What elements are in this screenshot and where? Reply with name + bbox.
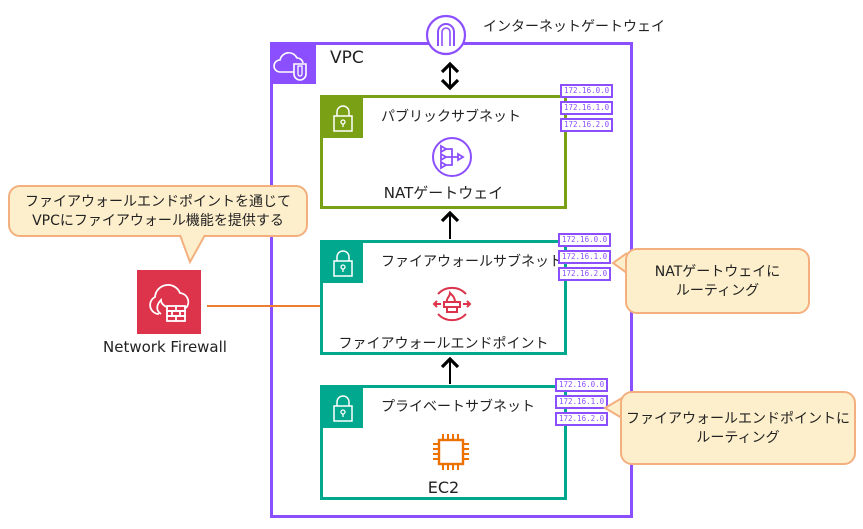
callout-line: VPCにファイアウォール機能を提供する bbox=[32, 213, 284, 229]
callout-route-to-fw: ファイアウォールエンドポイントに ルーティング bbox=[620, 391, 856, 465]
internet-gateway-icon bbox=[425, 14, 467, 56]
cidr-label: 172.16.0.0 bbox=[555, 378, 609, 392]
public-subnet: パブリックサブネット NATゲートウェイ bbox=[320, 95, 567, 209]
cidr-label: 172.16.1.0 bbox=[558, 250, 612, 264]
callout-pointer bbox=[179, 234, 206, 265]
private-subnet: プライベートサブネット EC2 bbox=[320, 385, 567, 500]
firewall-endpoint-icon bbox=[432, 286, 472, 322]
nat-gateway-label: NATゲートウェイ bbox=[383, 184, 504, 202]
subnet-lock-badge bbox=[323, 388, 363, 428]
internet-gateway-label: インターネットゲートウェイ bbox=[483, 19, 665, 35]
network-firewall bbox=[137, 270, 201, 334]
cidr-label: 172.16.2.0 bbox=[555, 412, 609, 426]
cidr-label: 172.16.2.0 bbox=[558, 267, 612, 281]
callout-firewall-provider: ファイアウォールエンドポイントを通じて VPCにファイアウォール機能を提供する bbox=[8, 185, 308, 237]
lock-icon bbox=[333, 105, 353, 132]
callout-pointer bbox=[603, 397, 623, 419]
public-subnet-cidrs: 172.16.0.0 172.16.1.0 172.16.2.0 bbox=[560, 84, 614, 132]
callout-pointer bbox=[611, 252, 628, 274]
private-subnet-cidrs: 172.16.0.0 172.16.1.0 172.16.2.0 bbox=[555, 378, 609, 426]
vpc-label: VPC bbox=[330, 48, 364, 68]
network-firewall-label: Network Firewall bbox=[103, 338, 227, 356]
network-firewall-icon bbox=[149, 284, 190, 322]
vpc-cloud-shield-icon bbox=[273, 52, 307, 81]
cidr-label: 172.16.0.0 bbox=[560, 84, 614, 98]
firewall-endpoint-label: ファイアウォールエンドポイント bbox=[338, 336, 549, 352]
firewall-subnet-title: ファイアウォールサブネット bbox=[381, 254, 563, 270]
firewall-subnet-cidrs: 172.16.0.0 172.16.1.0 172.16.2.0 bbox=[558, 233, 612, 281]
subnet-lock-badge bbox=[323, 243, 363, 283]
callout-route-to-nat: NATゲートウェイに ルーティング bbox=[625, 248, 810, 314]
ec2-chip-icon bbox=[433, 434, 469, 470]
public-subnet-title: パブリックサブネット bbox=[381, 109, 521, 125]
lock-icon bbox=[333, 395, 353, 422]
cidr-label: 172.16.1.0 bbox=[560, 101, 614, 115]
lock-icon bbox=[333, 250, 353, 277]
vpc-badge bbox=[270, 42, 316, 84]
private-subnet-title: プライベートサブネット bbox=[381, 399, 535, 415]
cidr-label: 172.16.2.0 bbox=[560, 118, 614, 132]
ec2-label: EC2 bbox=[427, 478, 460, 497]
subnet-lock-badge bbox=[323, 98, 363, 138]
callout-line: ファイアウォールエンドポイントに bbox=[626, 411, 850, 427]
nat-gateway-icon bbox=[432, 137, 472, 177]
cidr-label: 172.16.1.0 bbox=[555, 395, 609, 409]
callout-line: ルーティング bbox=[675, 283, 760, 299]
callout-line: ファイアウォールエンドポイントを通じて bbox=[25, 194, 291, 210]
internet-gateway bbox=[424, 13, 468, 57]
firewall-subnet: ファイアウォールサブネット ファイアウォールエンドポイント bbox=[320, 240, 567, 355]
callout-line: ルーティング bbox=[696, 430, 780, 446]
cidr-label: 172.16.0.0 bbox=[558, 233, 612, 247]
callout-line: NATゲートウェイに bbox=[654, 264, 781, 280]
